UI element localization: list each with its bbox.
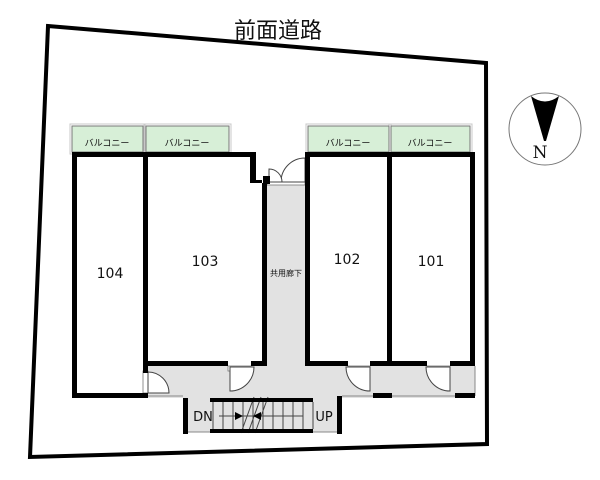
door-arc-room102	[345, 366, 371, 392]
stair-break-line	[240, 396, 255, 434]
compass-north-label: N	[533, 143, 548, 163]
stair-top-bar	[210, 398, 313, 402]
balcony-104	[71, 125, 144, 153]
compass-icon: N	[508, 92, 582, 166]
door-arc-room104	[147, 371, 170, 394]
vertical-corridor-floor	[267, 185, 305, 398]
room-number-103: 103	[192, 254, 219, 270]
door-swing-arcs	[147, 157, 451, 394]
stair-arrow-left	[235, 412, 243, 420]
entrance-door-small-arc	[268, 168, 283, 183]
balcony-label-103: バルコニー	[165, 138, 210, 149]
compass-needle	[531, 96, 559, 141]
stair-break-line	[254, 396, 269, 434]
door-arc-room101	[425, 366, 451, 392]
balcony-101	[390, 125, 471, 153]
balcony-label-102: バルコニー	[326, 138, 371, 149]
door-arc-room103	[229, 366, 255, 392]
balcony-102	[307, 125, 390, 153]
entrance-door-stub	[263, 176, 270, 184]
front-road-label: 前面道路	[234, 19, 322, 44]
room-number-101: 101	[418, 254, 445, 270]
building-walls	[72, 152, 475, 434]
stair-bottom-bar	[210, 429, 313, 433]
room-number-104: 104	[97, 266, 124, 282]
shared-corridor-label: 共用廊下	[270, 268, 302, 278]
staircase	[212, 396, 314, 434]
balcony-label-101: バルコニー	[408, 138, 453, 149]
room-number-102: 102	[334, 252, 361, 268]
balcony-103	[145, 125, 230, 153]
stair-break-line	[247, 396, 262, 434]
stairs-up-label: UP	[315, 410, 333, 425]
balcony-label-104: バルコニー	[85, 138, 130, 149]
stair-arrow-right	[253, 412, 261, 420]
horizontal-corridor-floor	[148, 366, 475, 398]
balconies	[69, 123, 473, 155]
stairs-down-label: DN	[193, 410, 213, 425]
